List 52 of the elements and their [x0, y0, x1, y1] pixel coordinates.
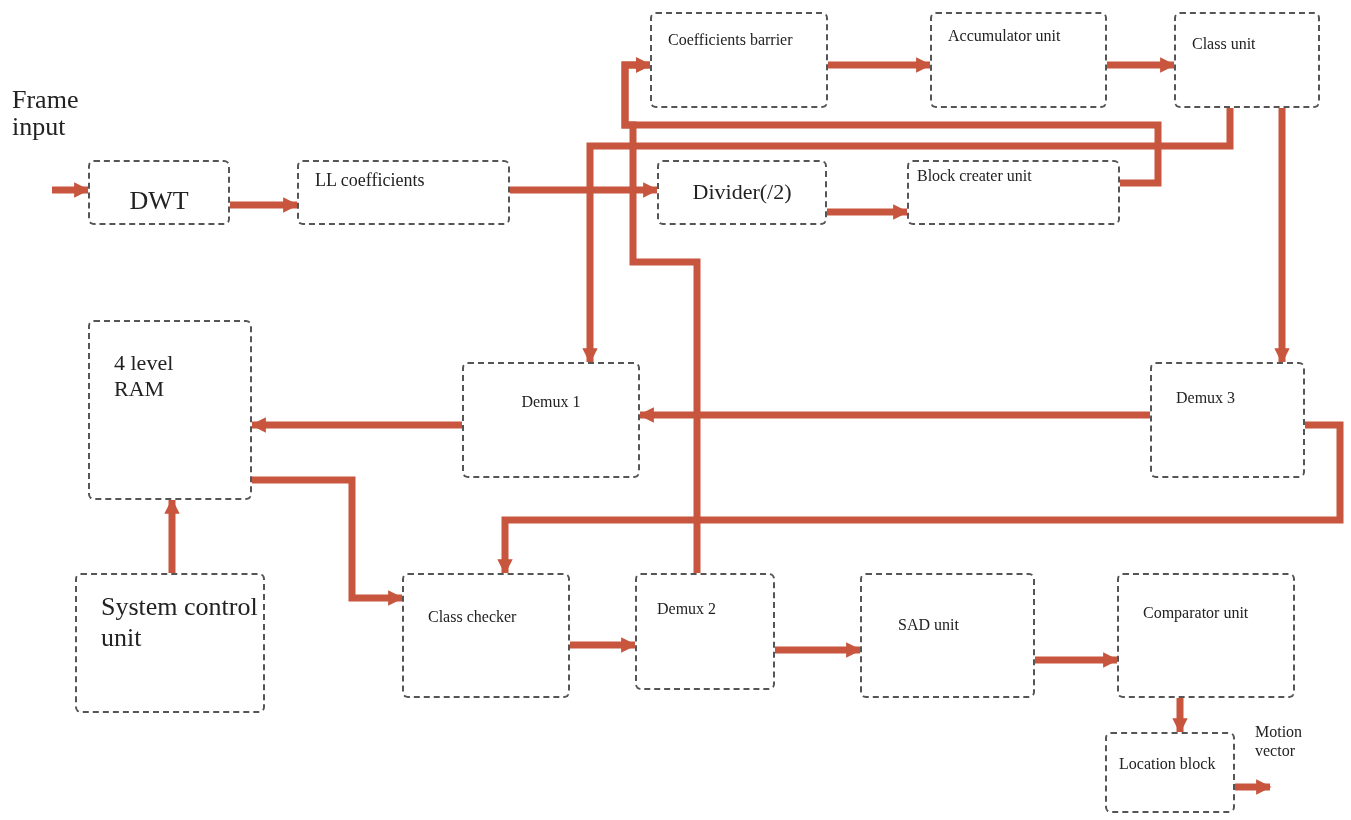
block-box [650, 12, 828, 108]
block-label: DWT [129, 184, 189, 217]
block-label: 4 level RAM [114, 350, 175, 403]
block-box [1150, 362, 1305, 478]
arrow [510, 182, 659, 198]
block-label: Block creater unit [917, 166, 1032, 186]
block-label: Accumulator unit [948, 26, 1061, 46]
arrow [638, 407, 1150, 423]
block-box [1117, 573, 1295, 698]
arrow [621, 57, 701, 573]
block-box [297, 160, 510, 225]
block-box [462, 362, 640, 478]
arrow [828, 57, 932, 73]
arrow [827, 204, 909, 220]
block-box [930, 12, 1107, 108]
block-label: Demux 1 [521, 392, 581, 412]
block-label: Demux 2 [657, 599, 717, 619]
signal-label: Frame input [12, 86, 80, 141]
block-box [88, 160, 230, 225]
arrow [1274, 108, 1290, 364]
signal-label: Motion vector [1255, 722, 1304, 761]
arrow [1235, 779, 1272, 795]
block-box [635, 573, 775, 690]
block-label: Location block [1119, 754, 1216, 774]
block-box [860, 573, 1035, 698]
block-box [1174, 12, 1320, 108]
block-box [402, 573, 570, 698]
block-label: System control unit [101, 591, 259, 654]
block-label: Comparator unit [1143, 603, 1249, 623]
block-label: Divider(/2) [692, 179, 792, 206]
arrow [582, 108, 1234, 364]
block-box [88, 320, 252, 500]
block-label: Demux 3 [1176, 388, 1236, 408]
arrow [775, 642, 862, 658]
block-label: SAD unit [898, 615, 959, 635]
arrow [1035, 652, 1119, 668]
block-box [657, 160, 827, 225]
block-label: Class checker [428, 607, 517, 627]
arrow [1107, 57, 1176, 73]
block-box [75, 573, 265, 713]
arrow [250, 417, 462, 433]
block-box [907, 160, 1120, 225]
arrow [230, 197, 299, 213]
block-label: Coefficients barrier [668, 30, 793, 50]
arrow [1172, 698, 1188, 734]
arrow [252, 476, 404, 606]
arrow [570, 637, 637, 653]
block-label: Class unit [1192, 34, 1256, 54]
block-label: LL coefficients [315, 170, 425, 192]
block-box [1105, 732, 1235, 813]
arrow [497, 421, 1344, 575]
arrow [164, 498, 180, 573]
